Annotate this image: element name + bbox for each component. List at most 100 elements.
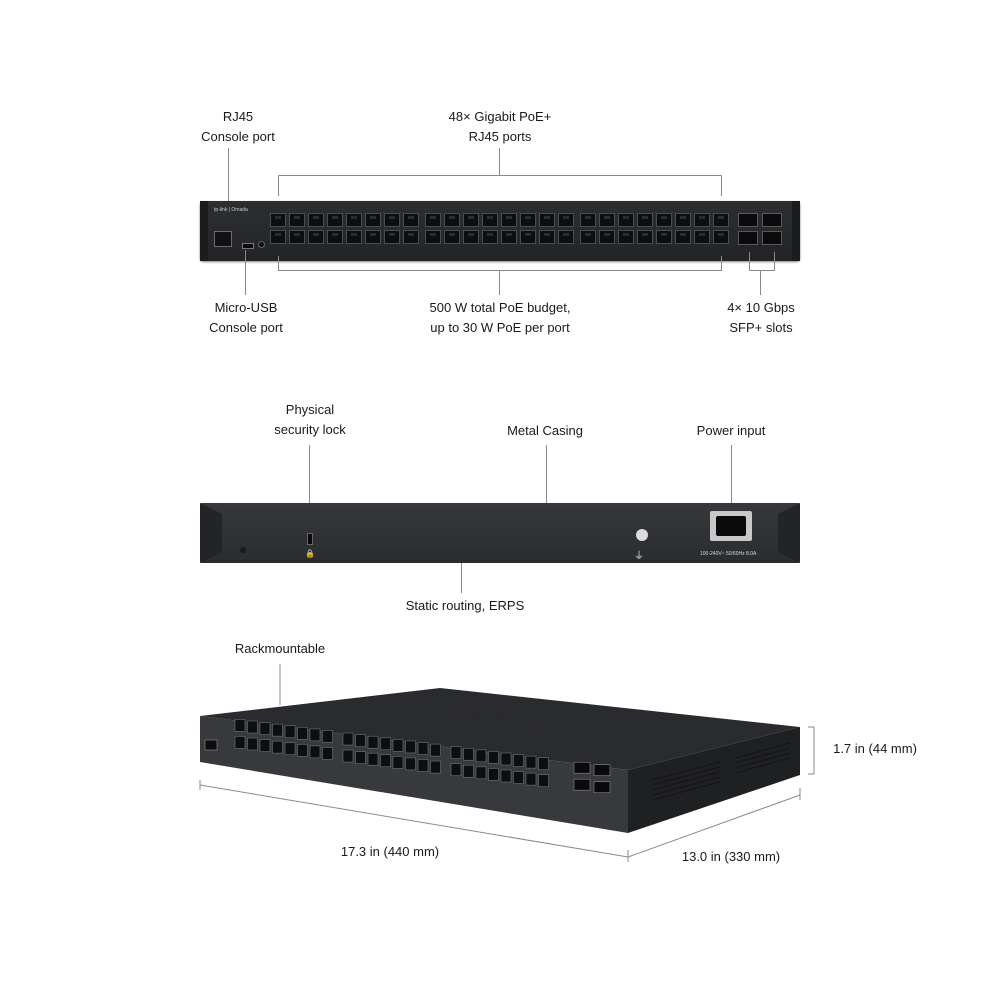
sfp-label-line1: 4× 10 Gbps: [727, 300, 795, 315]
rj45-port: [346, 230, 362, 244]
rj45-port: [520, 213, 536, 227]
iso-rj45-port: [430, 760, 441, 774]
iso-rj45-port: [284, 742, 296, 756]
iso-rj45-port: [297, 744, 308, 757]
iso-sfp-slot: [573, 761, 591, 774]
rj45-port: [558, 230, 574, 244]
rj45-port: [327, 230, 343, 244]
sfp-label: 4× 10 Gbps SFP+ slots: [715, 298, 807, 338]
gigabit-ports-label-line1: 48× Gigabit PoE+: [448, 109, 552, 124]
rj45-port: [403, 213, 419, 227]
iso-console-port: [204, 739, 218, 751]
front-logo: tp-link | Omada: [214, 207, 248, 213]
rackmountable-label: Rackmountable: [234, 641, 326, 656]
rj45-port: [444, 213, 460, 227]
rj45-port: [444, 230, 460, 244]
iso-rj45-port: [342, 732, 354, 746]
iso-rj45-port: [247, 737, 258, 751]
iso-rj45-port: [392, 739, 404, 752]
poe-budget-label-line1: 500 W total PoE budget,: [429, 300, 571, 315]
sfp-slot: [762, 213, 782, 227]
rj45-port: [713, 230, 729, 244]
rj45-port: [558, 213, 574, 227]
iso-rj45-port: [538, 757, 549, 771]
poe-budget-label-line2: up to 30 W PoE per port: [430, 320, 570, 335]
iso-rj45-port: [355, 751, 366, 764]
iso-rj45-port: [500, 752, 512, 766]
iso-rj45-port: [405, 757, 416, 771]
padlock-icon: 🔒: [305, 549, 315, 558]
security-lock-label-line2: security lock: [274, 422, 346, 437]
iso-rj45-port: [488, 768, 499, 781]
rj45-port: [425, 230, 441, 244]
rj45-console-label-line2: Console port: [201, 129, 275, 144]
side-vents: [651, 742, 791, 801]
iso-rj45-port: [450, 746, 462, 759]
front-left-edge: [200, 201, 208, 261]
power-socket-inner: [716, 516, 746, 536]
iso-rj45-port: [322, 730, 333, 743]
iso-rj45-port: [247, 720, 258, 734]
rj45-port: [713, 213, 729, 227]
micro-usb-leader: [245, 250, 246, 295]
metal-casing-leader: [546, 445, 547, 503]
rj45-port: [308, 230, 324, 244]
rear-right-ear: [778, 503, 800, 563]
rj45-port: [520, 230, 536, 244]
rj45-port: [327, 213, 343, 227]
ground-screw: [636, 529, 648, 541]
rj45-port: [694, 230, 710, 244]
gigabit-ports-bracket: [278, 175, 722, 196]
security-lock-slot: [307, 533, 313, 545]
rj45-port: [482, 213, 498, 227]
sfp-slots: [738, 213, 782, 245]
switch-top: [200, 688, 800, 770]
poe-bracket: [278, 256, 722, 271]
iso-rj45-port: [234, 736, 246, 749]
rj45-console-label: RJ45 Console port: [190, 107, 286, 147]
depth-dimension-line: [627, 794, 801, 858]
depth-dimension-label: 13.0 in (330 mm): [681, 849, 781, 864]
port-group-2: [425, 213, 574, 244]
iso-rj45-port: [284, 725, 296, 739]
rj45-port: [365, 230, 381, 244]
rj45-port: [618, 230, 634, 244]
iso-rj45-port: [259, 722, 271, 735]
rear-left-ear: [200, 503, 222, 563]
micro-usb-label-line1: Micro-USB: [214, 300, 278, 315]
iso-rj45-port: [475, 749, 487, 763]
rj45-port: [346, 213, 362, 227]
iso-rj45-port: [405, 740, 416, 754]
rj45-port: [365, 213, 381, 227]
iso-rj45-port: [342, 749, 354, 763]
micro-usb-port: [242, 243, 254, 249]
rj45-port: [270, 230, 286, 244]
rj45-port: [618, 213, 634, 227]
rj45-port: [599, 230, 615, 244]
rj45-port: [425, 213, 441, 227]
power-input-leader: [731, 445, 732, 525]
security-lock-label-line1: Physical: [285, 402, 335, 417]
iso-rj45-port: [525, 755, 537, 769]
switch-side-face: [628, 727, 800, 833]
sfp-bracket: [749, 252, 775, 271]
rj45-port: [599, 213, 615, 227]
port-group-1: [270, 213, 419, 244]
height-dimension-label: 1.7 in (44 mm): [833, 741, 917, 756]
rj45-port: [501, 213, 517, 227]
iso-rj45-port: [417, 742, 429, 755]
rj45-port: [675, 230, 691, 244]
iso-rj45-port: [234, 719, 246, 732]
rj45-port: [539, 230, 555, 244]
rj45-console-port: [214, 231, 232, 247]
iso-rj45-port: [475, 766, 487, 780]
metal-casing-label: Metal Casing: [507, 423, 583, 438]
gigabit-ports-label-line2: RJ45 ports: [468, 129, 532, 144]
gigabit-ports-label: 48× Gigabit PoE+ RJ45 ports: [430, 107, 570, 147]
rj45-port: [539, 213, 555, 227]
iso-rj45-port: [430, 743, 441, 757]
reset-button: [258, 241, 265, 248]
iso-rj45-port: [513, 771, 524, 784]
rj45-port: [656, 213, 672, 227]
